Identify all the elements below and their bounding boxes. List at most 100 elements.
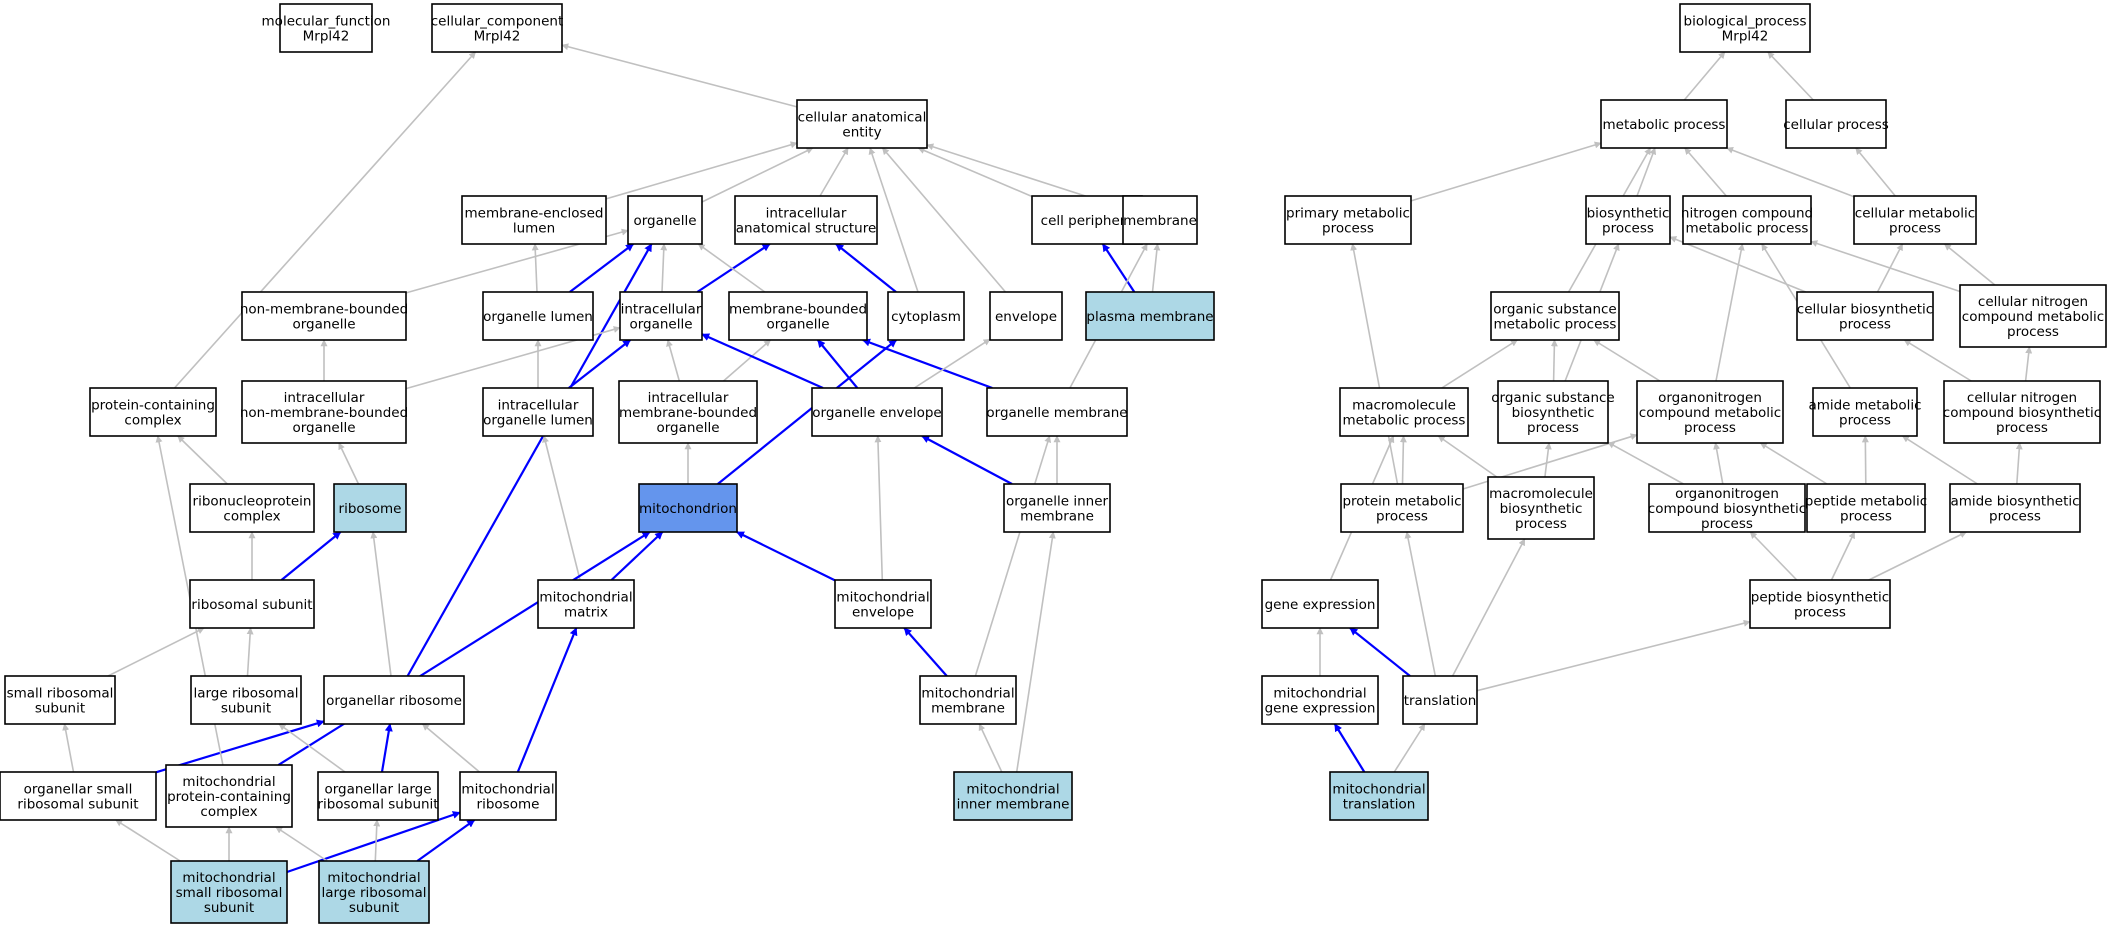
node-box-translation[interactable] bbox=[1402, 675, 1478, 725]
node-plasmamem[interactable]: plasma membrane bbox=[1085, 291, 1215, 341]
node-box-mtrans[interactable] bbox=[1329, 771, 1429, 821]
node-box-membrane[interactable] bbox=[1122, 195, 1198, 245]
node-box-metproc[interactable] bbox=[1600, 99, 1728, 149]
node-box-pcc[interactable] bbox=[89, 387, 217, 437]
node-box-lrs[interactable] bbox=[190, 675, 302, 725]
node-box-biosyn[interactable] bbox=[1585, 195, 1671, 245]
node-orgenv[interactable]: organelle envelope bbox=[811, 387, 943, 437]
node-box-mim[interactable] bbox=[953, 771, 1073, 821]
node-box-mf_root[interactable] bbox=[279, 3, 373, 53]
node-geneexp[interactable]: gene expression bbox=[1261, 579, 1379, 629]
node-envelope[interactable]: envelope bbox=[989, 291, 1063, 341]
node-box-cae[interactable] bbox=[796, 99, 928, 149]
node-membrane[interactable]: membrane bbox=[1122, 195, 1198, 245]
node-box-bp_root[interactable] bbox=[1679, 3, 1811, 53]
node-box-srs[interactable] bbox=[4, 675, 116, 725]
node-box-cc_root[interactable] bbox=[431, 3, 563, 53]
node-box-orgenv[interactable] bbox=[811, 387, 943, 437]
node-box-osmp[interactable] bbox=[1490, 291, 1620, 341]
node-ribosome[interactable]: ribosome bbox=[333, 483, 407, 533]
node-box-mpcc[interactable] bbox=[165, 764, 293, 828]
node-box-envelope[interactable] bbox=[989, 291, 1063, 341]
node-box-mbp[interactable] bbox=[1487, 476, 1595, 540]
node-box-mbo[interactable] bbox=[728, 291, 868, 341]
node-box-mmp[interactable] bbox=[1339, 387, 1469, 437]
node-box-mitoenv[interactable] bbox=[834, 579, 932, 629]
node-box-pepmp[interactable] bbox=[1806, 483, 1926, 533]
node-box-cncbp[interactable] bbox=[1943, 380, 2101, 444]
node-box-mlrs[interactable] bbox=[318, 860, 430, 924]
node-cellproc[interactable]: cellular process bbox=[1783, 99, 1889, 149]
node-ribsub[interactable]: ribosomal subunit bbox=[189, 579, 315, 629]
node-box-intorg[interactable] bbox=[619, 291, 703, 341]
node-inmbo[interactable]: intracellularnon-membrane-boundedorganel… bbox=[240, 380, 408, 444]
node-box-ncmp[interactable] bbox=[1682, 195, 1812, 245]
node-organelle[interactable]: organelle bbox=[627, 195, 703, 245]
node-box-oncbp[interactable] bbox=[1648, 483, 1806, 533]
node-box-amp[interactable] bbox=[1812, 387, 1918, 437]
node-box-imbo[interactable] bbox=[618, 380, 758, 444]
node-box-protmp[interactable] bbox=[1340, 483, 1464, 533]
node-box-mitomatrix[interactable] bbox=[537, 579, 635, 629]
node-box-orgmem[interactable] bbox=[986, 387, 1128, 437]
node-box-iol[interactable] bbox=[482, 387, 594, 437]
node-box-rnpc[interactable] bbox=[189, 483, 315, 533]
node-box-olrs[interactable] bbox=[317, 771, 439, 821]
node-box-ias[interactable] bbox=[734, 195, 878, 245]
node-box-nmbo[interactable] bbox=[241, 291, 407, 341]
node-box-mge[interactable] bbox=[1261, 675, 1379, 725]
node-translation[interactable]: translation bbox=[1402, 675, 1478, 725]
node-box-cncmp[interactable] bbox=[1959, 284, 2107, 348]
node-box-osbp[interactable] bbox=[1497, 380, 1609, 444]
node-box-cbp[interactable] bbox=[1796, 291, 1934, 341]
node-box-msrs[interactable] bbox=[170, 860, 288, 924]
node-box-pbp[interactable] bbox=[1749, 579, 1891, 629]
node-box-cellproc[interactable] bbox=[1785, 99, 1887, 149]
node-box-mel[interactable] bbox=[461, 195, 607, 245]
node-box-mitomem[interactable] bbox=[919, 675, 1017, 725]
node-box-orglumen[interactable] bbox=[482, 291, 594, 341]
node-box-abp[interactable] bbox=[1949, 483, 2081, 533]
node-box-orgrib[interactable] bbox=[323, 675, 465, 725]
node-orgmem[interactable]: organelle membrane bbox=[986, 387, 1128, 437]
node-box-geneexp[interactable] bbox=[1261, 579, 1379, 629]
node-box-oim[interactable] bbox=[1003, 483, 1111, 533]
